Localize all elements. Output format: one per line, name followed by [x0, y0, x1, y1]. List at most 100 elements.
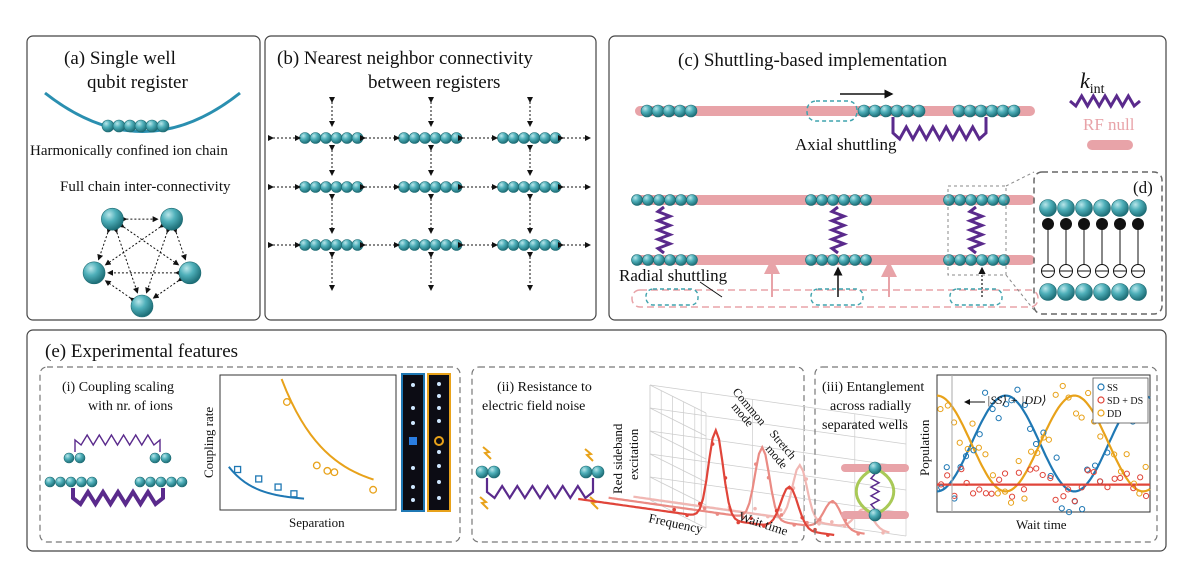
panel-c: (c) Shuttling-based implementation Axial… [608, 35, 1167, 321]
panel-d-frame [1033, 171, 1163, 315]
resonance-data-point [787, 485, 792, 490]
ion [849, 194, 861, 206]
ion [299, 239, 311, 251]
data-point-orange [369, 485, 378, 494]
ion [860, 254, 872, 266]
resonance-data-point [698, 501, 702, 506]
ion [868, 104, 882, 118]
ion [528, 132, 541, 144]
resonance-data-point [754, 462, 758, 466]
ion [320, 239, 332, 251]
ion [816, 194, 828, 206]
e-iii-title-3: separated wells [822, 418, 908, 433]
ion [178, 261, 202, 285]
ion [149, 452, 161, 464]
ion [901, 104, 915, 118]
ion [1075, 283, 1093, 301]
ion [549, 239, 562, 251]
ion [579, 465, 593, 479]
ion [849, 254, 861, 266]
ion [868, 461, 882, 475]
control-dot [1042, 218, 1054, 230]
data-point [962, 453, 970, 460]
rf-rail-ghost [631, 289, 1039, 308]
resonance-data-point [702, 506, 707, 511]
ion [130, 294, 154, 318]
resonance-data-point [826, 533, 830, 537]
ion [74, 452, 86, 464]
resonance-curve [608, 444, 865, 535]
data-point [996, 476, 1003, 483]
ion [651, 104, 665, 118]
data-point [944, 472, 951, 479]
ion [1093, 283, 1111, 301]
resonance-data-point [800, 515, 805, 520]
ghost-position-radial [645, 288, 699, 306]
ion-fluorescence [437, 496, 441, 500]
data-point [1008, 397, 1015, 404]
control-dot [1096, 218, 1108, 230]
data-point [1052, 391, 1059, 398]
ion [805, 194, 817, 206]
control-dot [1078, 218, 1090, 230]
data-point [1078, 414, 1085, 421]
grid-line [649, 430, 907, 468]
ion [1111, 283, 1129, 301]
ion [954, 254, 966, 266]
ion [838, 194, 850, 206]
data-point [1065, 486, 1072, 493]
resonance-data-point [792, 523, 796, 527]
ion [112, 119, 126, 133]
panel-a-caption: Harmonically confined ion chain [30, 143, 228, 159]
spring-e-iii [869, 473, 881, 510]
ion [664, 254, 676, 266]
ion-fluorescence [411, 383, 415, 387]
connection-arrow [104, 280, 137, 304]
ghost-position-radial [810, 288, 864, 306]
ion [487, 465, 501, 479]
zoom-box [947, 185, 1007, 276]
ion [943, 254, 955, 266]
ion [123, 119, 137, 133]
resonance-data-point [672, 507, 677, 512]
e-ii-title-1: (ii) Resistance to [497, 380, 592, 395]
panel-b: (b) Nearest neighbor connectivity betwee… [264, 35, 597, 321]
ion [176, 476, 188, 488]
control-dot [1114, 218, 1126, 230]
data-point [1040, 434, 1047, 441]
data-point [1060, 493, 1067, 500]
e-iii-state-label: |SS⟩ + |DD⟩ [987, 393, 1046, 407]
resonance-data-point [715, 512, 720, 516]
data-point-blue [233, 465, 242, 474]
ion [879, 104, 893, 118]
ion-chain-a [101, 119, 170, 133]
data-point [969, 420, 976, 427]
resonance-data-point [766, 475, 771, 480]
ion-fluorescence [437, 450, 441, 454]
data-point [963, 479, 970, 487]
data-point-blue [274, 483, 282, 491]
e-i-axes [219, 374, 397, 511]
ion [160, 207, 183, 231]
data-point [1065, 509, 1073, 516]
spring-e-i-top [74, 433, 161, 452]
ion [857, 104, 871, 118]
ion [507, 132, 520, 144]
data-point [944, 402, 951, 409]
zoom-line-bottom [1005, 274, 1035, 311]
data-point [943, 464, 950, 471]
panel-b-frame [264, 35, 597, 321]
resonance-data-point [830, 520, 834, 524]
panel-d-label: (d) [1133, 178, 1153, 197]
data-point [1021, 495, 1028, 502]
data-point [1111, 451, 1118, 458]
ion [987, 194, 999, 206]
data-point [1090, 468, 1097, 476]
ion [912, 104, 926, 118]
ion [518, 239, 530, 251]
data-point [964, 445, 971, 453]
e-iii-xlabel: Wait time [1016, 517, 1067, 532]
ion [1057, 283, 1075, 301]
grid-line [649, 453, 707, 483]
